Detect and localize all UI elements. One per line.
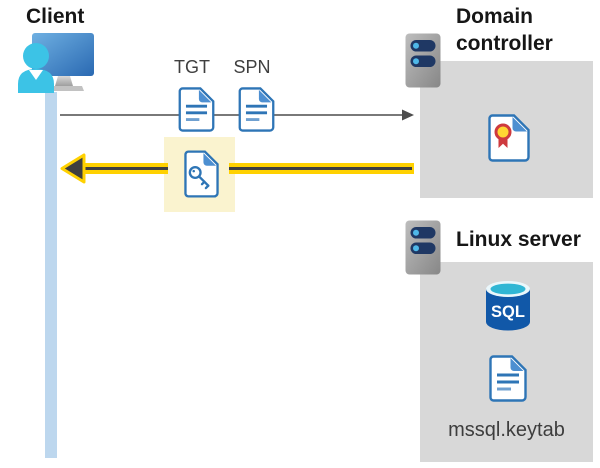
tgt-document-icon (178, 87, 215, 132)
sql-text: SQL (491, 303, 525, 321)
certificate-icon (488, 114, 530, 162)
client-lifeline-bar (45, 92, 57, 458)
request-arrowhead-icon (402, 109, 414, 121)
domain-controller-server-icon (405, 33, 441, 88)
user-computer-icon (18, 33, 94, 93)
response-arrowhead-icon (60, 153, 86, 184)
keytab-filename-label: mssql.keytab (448, 419, 565, 441)
request-arrow (60, 109, 414, 121)
spn-label: SPN (233, 57, 271, 77)
ribbon-rosette-icon (494, 123, 512, 148)
client-label: Client (26, 5, 85, 28)
person-icon (18, 43, 54, 93)
response-arrow (60, 153, 414, 184)
monitor-icon (32, 33, 94, 76)
keytab-document-icon (489, 355, 527, 402)
key-icon (188, 166, 210, 190)
spn-document-icon (238, 87, 275, 132)
linux-server-label: Linux server (456, 228, 581, 251)
domain-controller-label: Domain controller (456, 5, 553, 55)
linux-server-icon (405, 220, 441, 275)
sql-database-icon: SQL (486, 281, 530, 331)
tgt-label: TGT (174, 57, 210, 77)
key-document-icon (184, 150, 219, 198)
monitor-stand (55, 76, 73, 86)
